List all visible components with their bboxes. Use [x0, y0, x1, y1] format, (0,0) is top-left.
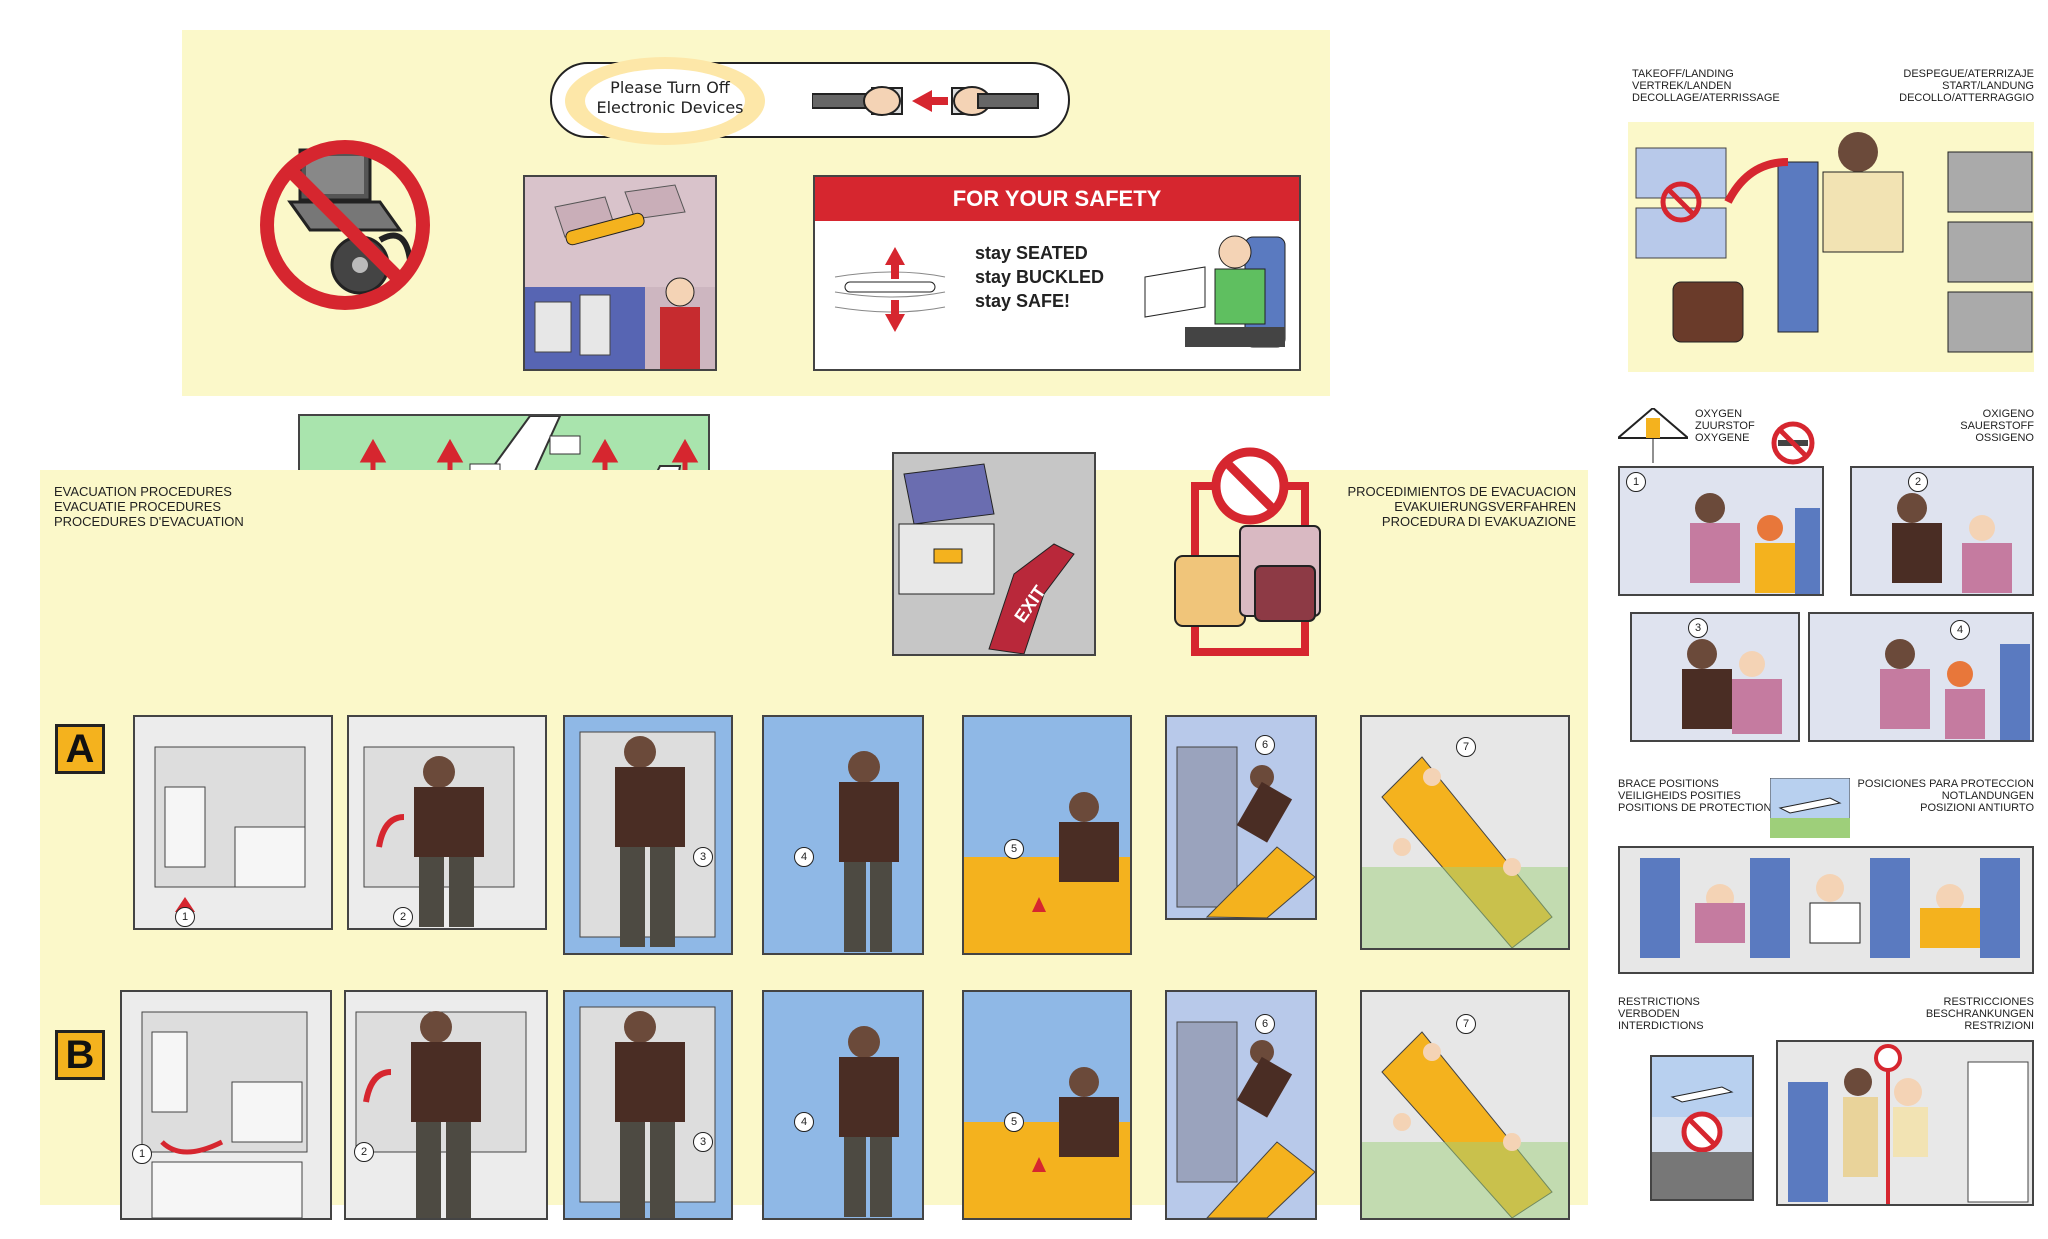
door-a-step-3: 3 [563, 715, 733, 955]
oxygen-step-number-4: 4 [1950, 620, 1970, 640]
oxygen-step-4: 4 [1808, 612, 2034, 742]
door-b-step-5: 5 [962, 990, 1132, 1220]
step-number-5: 5 [1004, 839, 1024, 859]
oxygen-step-number-1: 1 [1626, 472, 1646, 492]
floor-exit-lighting-illustration: EXIT [892, 452, 1096, 656]
reading-passenger-illustration [1125, 227, 1295, 367]
door-a-step-1: 1 [133, 715, 333, 930]
door-a-step-5: 5 [962, 715, 1132, 955]
step-number-2: 2 [393, 907, 413, 927]
pill-text-2: Electronic Devices [596, 98, 744, 117]
seatbelt-icon [811, 76, 1042, 126]
restrictions-heading-right: RESTRICCIONES BESCHRANKUNGEN RESTRIZIONI [1925, 996, 2034, 1032]
door-a-step-2: 2 [347, 715, 547, 930]
oxygen-heading-left: OXYGEN ZUURSTOF OXYGENE [1695, 408, 1755, 444]
turn-off-devices-pill: Please Turn Off Electronic Devices [550, 57, 1070, 145]
step-number-b1: 1 [132, 1144, 152, 1164]
for-your-safety-card: FOR YOUR SAFETY stay SEATED stay BUCKLED… [813, 175, 1301, 371]
door-a-step-7: 7 [1360, 715, 1570, 950]
step-number-1: 1 [175, 907, 195, 927]
no-electronics-icon [250, 130, 440, 320]
takeoff-heading-left: TAKEOFF/LANDING VERTREK/LANDEN DECOLLAGE… [1632, 68, 1780, 104]
oxygen-step-3: 3 [1630, 612, 1800, 742]
oxygen-step-1: 1 [1618, 466, 1824, 596]
glow-icon [560, 56, 770, 146]
step-number-6: 6 [1255, 735, 1275, 755]
step-number-b4: 4 [794, 1112, 814, 1132]
oxygen-step-2: 2 [1850, 466, 2034, 596]
step-number-4: 4 [794, 847, 814, 867]
door-a-step-4: 4 [762, 715, 924, 955]
step-number-b5: 5 [1004, 1112, 1024, 1132]
step-number-b7: 7 [1456, 1014, 1476, 1034]
overhead-sign-illustration [523, 175, 717, 371]
pill-text-1: Please Turn Off [610, 78, 730, 97]
restrictions-heading-left: RESTRICTIONS VERBODEN INTERDICTIONS [1618, 996, 1704, 1032]
brace-positions-illustration [1618, 846, 2034, 974]
door-b-step-7: 7 [1360, 990, 1570, 1220]
turbulence-plane-icon [825, 237, 955, 337]
row-a-label: A [55, 724, 105, 774]
restriction-cabin-illustration [1776, 1040, 2034, 1206]
door-b-step-6: 6 [1165, 990, 1317, 1220]
oxygen-mask-icon [1615, 406, 1691, 468]
step-number-b3: 3 [693, 1132, 713, 1152]
step-number-b6: 6 [1255, 1014, 1275, 1034]
evac-heading-left: EVACUATION PROCEDURES EVACUATIE PROCEDUR… [54, 484, 244, 529]
no-bags-at-exit-icon [1170, 446, 1330, 658]
safety-line-seated: stay SEATED [975, 243, 1088, 263]
oxygen-heading-right: OXIGENO SAUERSTOFF OSSIGENO [1960, 408, 2034, 444]
evac-heading-right: PROCEDIMIENTOS DE EVACUACION EVAKUIERUNG… [1347, 484, 1577, 529]
restriction-landing-illustration [1650, 1055, 1754, 1201]
step-number-7: 7 [1456, 737, 1476, 757]
safety-title: FOR YOUR SAFETY [815, 177, 1299, 221]
door-a-step-6: 6 [1165, 715, 1317, 920]
oxygen-step-number-2: 2 [1908, 472, 1928, 492]
door-b-step-2: 2 [344, 990, 548, 1220]
brace-heading-right: POSICIONES PARA PROTECCION NOTLANDUNGEN … [1857, 778, 2034, 814]
oxygen-step-number-3: 3 [1688, 618, 1708, 638]
door-b-step-4: 4 [762, 990, 924, 1220]
row-b-label: B [55, 1030, 105, 1080]
brace-heading-left: BRACE POSITIONS VEILIGHEIDS POSITIES POS… [1618, 778, 1772, 814]
door-b-step-3: 3 [563, 990, 733, 1220]
safety-line-buckled: stay BUCKLED [975, 267, 1105, 287]
step-number-3: 3 [693, 847, 713, 867]
takeoff-landing-panel [1628, 122, 2034, 372]
door-b-step-1: 1 [120, 990, 332, 1220]
step-number-b2: 2 [354, 1142, 374, 1162]
safety-line-safe: stay SAFE! [975, 291, 1071, 311]
takeoff-heading-right: DESPEGUE/ATERRIZAJE START/LANDUNG DECOLL… [1899, 68, 2034, 104]
brace-plane-icon [1769, 777, 1851, 839]
no-smoking-icon [1770, 420, 1816, 466]
